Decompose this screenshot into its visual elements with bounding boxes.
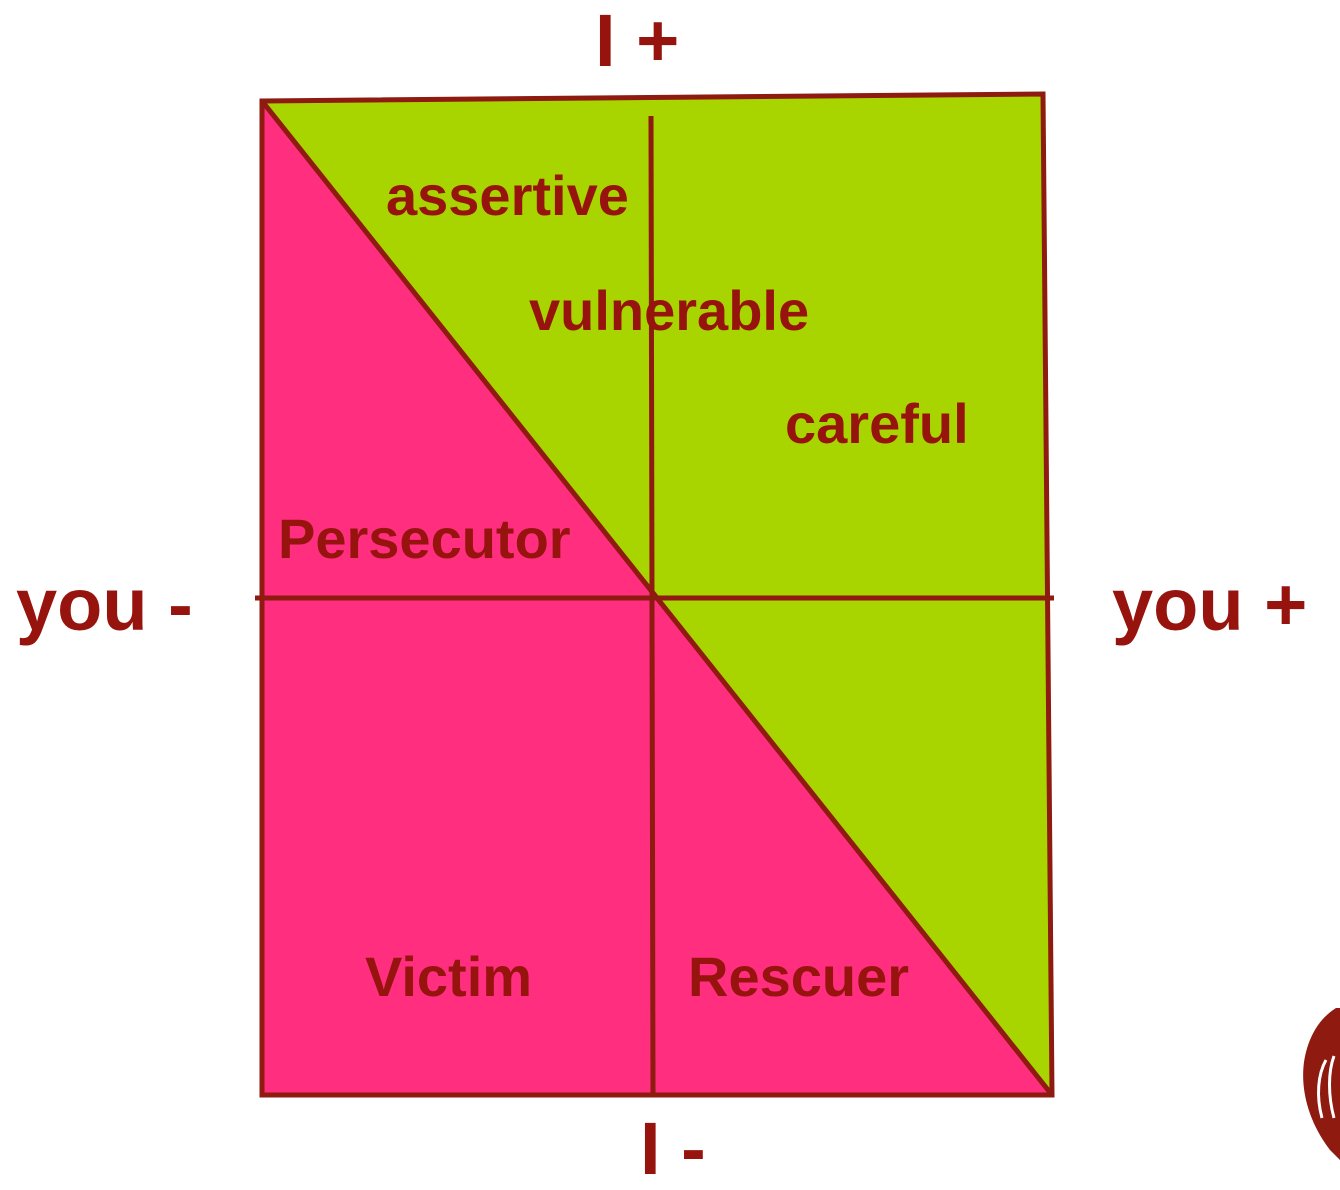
assertive-label: assertive bbox=[386, 164, 629, 227]
emblem-icon bbox=[1303, 1008, 1340, 1160]
i-negative-label: I - bbox=[640, 1107, 706, 1190]
you-negative-label: you - bbox=[16, 563, 193, 646]
you-positive-label: you + bbox=[1112, 563, 1308, 646]
vulnerable-label: vulnerable bbox=[529, 279, 810, 342]
persecutor-label: Persecutor bbox=[278, 507, 571, 570]
victim-label: Victim bbox=[365, 945, 533, 1008]
rescuer-label: Rescuer bbox=[688, 945, 910, 1008]
careful-label: careful bbox=[785, 392, 969, 455]
vertical-axis-line bbox=[648, 115, 656, 1096]
i-positive-label: I + bbox=[595, 0, 680, 82]
